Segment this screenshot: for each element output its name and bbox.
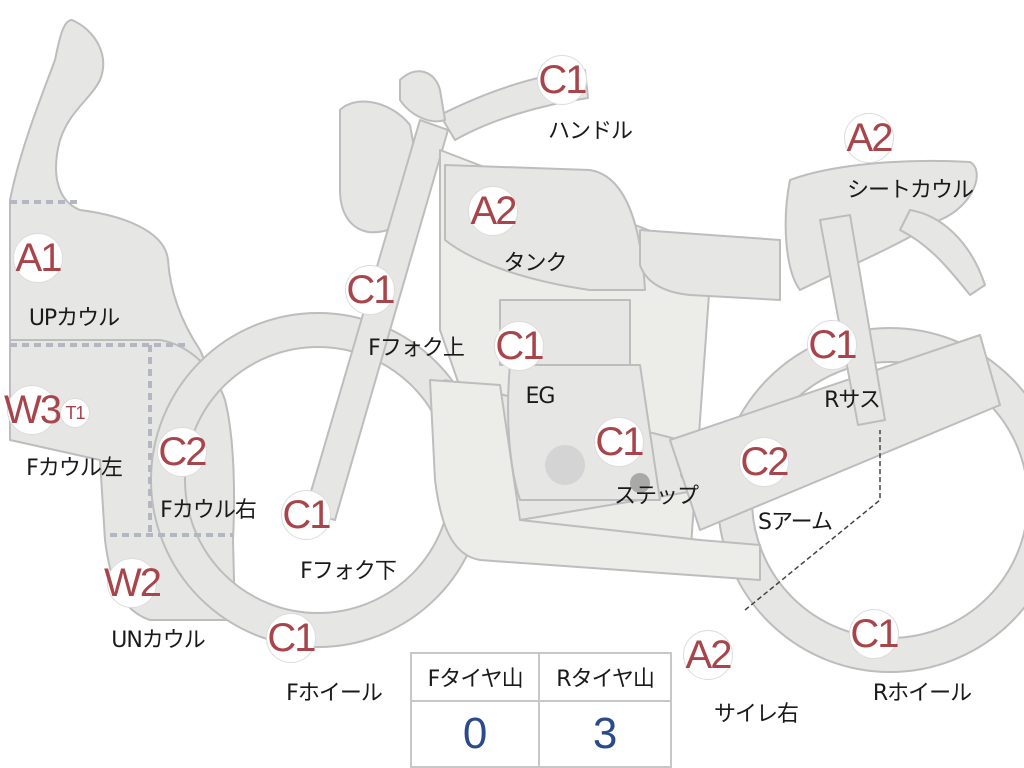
f-fork-lower-label: Fフォク下 [300,559,397,584]
f-cowl-left-label: Fカウル左 [26,456,123,481]
up-cowl-label: UPカウル [28,306,120,331]
step-label: ステップ [613,484,699,509]
engine-code: C1 [494,321,545,371]
f-wheel-code: C1 [266,613,317,663]
seat-shape [639,229,781,301]
up-cowl-code: A1 [13,233,63,283]
front-fork-shape [304,119,449,521]
front-tire-header: Fタイヤ山 [409,652,541,702]
handle-code: C1 [537,55,588,105]
silencer-right-code: A2 [683,630,733,680]
silencer-right-label: サイレ右 [713,702,799,727]
table-row: 0 3 [409,700,672,768]
table-header-row: Fタイヤ山 Rタイヤ山 [409,652,672,702]
f-cowl-right-code: C2 [157,427,208,477]
step-code: C1 [594,417,645,467]
exhaust-shape [429,379,761,581]
seat-cowl-code: A2 [844,113,894,163]
s-arm-code: C2 [739,437,790,487]
f-fork-lower-code: C1 [281,490,332,540]
f-cowl-left-code: W3 [4,385,62,435]
r-wheel-label: Rホイール [872,681,972,706]
tank-label: タンク [503,251,567,276]
rear-tire-header: Rタイヤ山 [538,652,672,702]
seat-cowl-label: シートカウル [846,178,974,203]
r-wheel-code: C1 [849,609,900,659]
un-cowl-label: UNカウル [111,628,206,653]
f-fork-upper-code: C1 [345,265,396,315]
rear-tire-value: 3 [538,700,672,768]
f-cowl-right-label: Fカウル右 [160,498,257,523]
f-wheel-label: Fホイール [286,681,383,706]
s-arm-label: Sアーム [758,510,833,535]
un-cowl-code: W2 [104,558,162,608]
f-cowl-left-subcode: T1 [60,398,90,428]
step-shape [630,473,650,493]
up-cowl-shape [9,19,210,431]
tank-code: A2 [468,186,518,236]
tire-tread-table: Fタイヤ山 Rタイヤ山 0 3 [409,652,672,768]
r-sus-label: Rサス [824,388,881,413]
r-sus-code: C1 [807,320,858,370]
engine-label: EG [525,384,556,409]
f-fork-upper-label: Fフォク上 [368,336,465,361]
handle-label: ハンドル [547,119,633,144]
front-tire-value: 0 [409,700,541,768]
